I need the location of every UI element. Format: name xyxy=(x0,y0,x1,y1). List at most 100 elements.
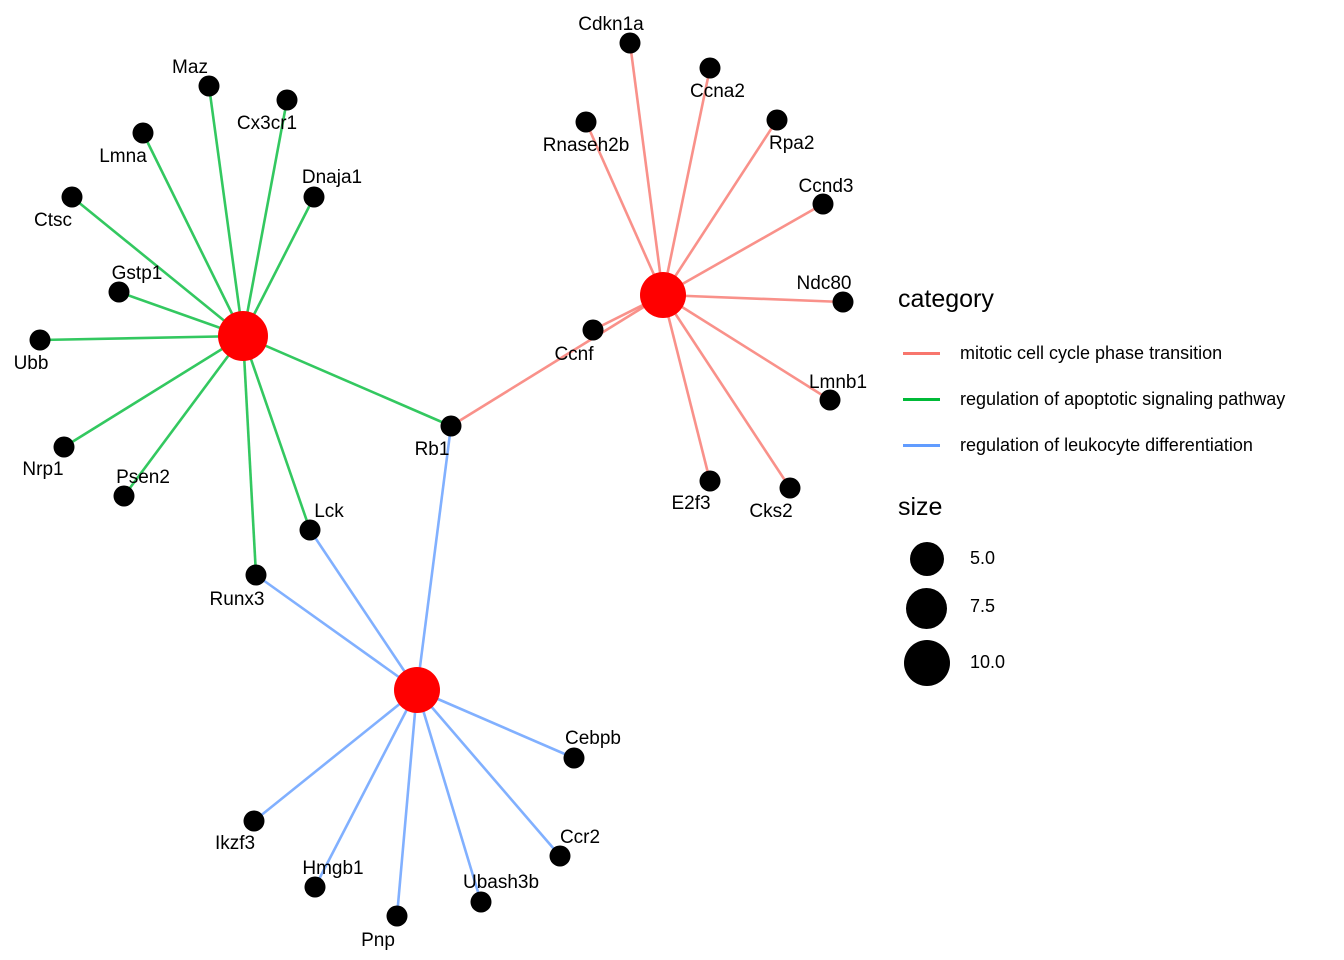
gene-node-gstp1 xyxy=(108,281,130,303)
edge-ndc80 xyxy=(662,293,844,304)
gene-label-cdkn1a: Cdkn1a xyxy=(578,14,644,35)
gene-node-ndc80 xyxy=(832,291,854,313)
gene-label-hmgb1: Hmgb1 xyxy=(302,858,363,879)
legend-category-title: category xyxy=(898,285,994,313)
gene-label-ubb: Ubb xyxy=(14,353,49,374)
legend-size-item-7-5: 7.5 xyxy=(898,586,1285,636)
gene-node-pnp xyxy=(386,905,408,927)
edge-rnaseh2b xyxy=(584,121,665,296)
legend-size-item-10: 10.0 xyxy=(898,636,1285,692)
legend-swatch-leukocyte xyxy=(903,443,940,447)
edge-pnp xyxy=(395,689,419,917)
gene-node-ubb xyxy=(29,329,51,351)
edge-rb1 xyxy=(242,334,452,428)
hub-node-mitotic-cell-cycle-phase-transition xyxy=(640,272,686,318)
edge-ubb xyxy=(39,334,244,342)
legend-size-label: 10.0 xyxy=(970,652,1006,672)
gene-node-rb1 xyxy=(440,415,462,437)
edge-rb1 xyxy=(415,425,453,691)
hub-node-regulation-of-apoptotic-signaling-pathway xyxy=(218,311,268,361)
edge-psen2 xyxy=(122,335,245,497)
legend-size-item-5: 5.0 xyxy=(898,538,1285,586)
edge-ubash3b xyxy=(415,689,483,903)
gene-node-e2f3 xyxy=(699,470,721,492)
gene-node-ctsc xyxy=(61,186,83,208)
edge-runx3 xyxy=(255,573,418,692)
edge-hmgb1 xyxy=(313,689,419,888)
edge-runx3 xyxy=(241,335,258,576)
gene-label-ccr2: Ccr2 xyxy=(560,827,600,848)
legend-label-mitotic: mitotic cell cycle phase transition xyxy=(960,342,1223,363)
gene-node-cks2 xyxy=(779,477,801,499)
gene-label-ccnf: Ccnf xyxy=(554,344,594,365)
hub-node-regulation-of-leukocyte-differentiation xyxy=(394,667,440,713)
gene-label-ubash3b: Ubash3b xyxy=(463,872,539,893)
gene-label-ikzf3: Ikzf3 xyxy=(215,833,255,854)
legend-label-leukocyte: regulation of leukocyte differentiation xyxy=(960,434,1253,455)
legend-swatch-apoptotic xyxy=(903,397,940,401)
gene-label-runx3: Runx3 xyxy=(210,589,265,610)
edge-lck xyxy=(241,335,312,531)
gene-node-lmna xyxy=(132,122,154,144)
gene-label-rnaseh2b: Rnaseh2b xyxy=(543,135,630,156)
gene-label-cx3cr1: Cx3cr1 xyxy=(237,113,297,134)
edge-ccr2 xyxy=(416,689,561,857)
gene-node-psen2 xyxy=(113,485,135,507)
gene-label-maz: Maz xyxy=(172,57,208,78)
gene-node-runx3 xyxy=(245,564,267,586)
gene-label-ndc80: Ndc80 xyxy=(797,273,852,294)
edge-ikzf3 xyxy=(253,688,418,823)
edge-nrp1 xyxy=(63,334,244,449)
gene-label-pnp: Pnp xyxy=(361,930,395,951)
legend-size-dot xyxy=(904,640,950,686)
edge-ccnd3 xyxy=(662,202,824,297)
gene-label-nrp1: Nrp1 xyxy=(22,459,63,480)
legend-item-apoptotic: regulation of apoptotic signaling pathwa… xyxy=(898,376,1285,422)
legend-item-leukocyte: regulation of leukocyte differentiation xyxy=(898,422,1285,468)
gene-node-ikzf3 xyxy=(243,810,265,832)
edge-rb1 xyxy=(450,293,664,428)
gene-node-nrp1 xyxy=(53,436,75,458)
gene-label-rb1: Rb1 xyxy=(415,439,450,460)
gene-label-cebpb: Cebpb xyxy=(565,728,621,749)
edge-dnaja1 xyxy=(241,196,316,337)
edge-rpa2 xyxy=(661,119,779,296)
gene-label-ccnd3: Ccnd3 xyxy=(799,176,854,197)
gene-node-dnaja1 xyxy=(303,186,325,208)
edge-cks2 xyxy=(661,294,792,489)
gene-node-rnaseh2b xyxy=(575,111,597,133)
edge-ctsc xyxy=(71,195,244,338)
edge-lck xyxy=(308,529,419,691)
gene-node-cebpb xyxy=(563,747,585,769)
gene-label-cks2: Cks2 xyxy=(749,501,792,522)
edge-lmna xyxy=(141,132,245,337)
legend-size-label: 7.5 xyxy=(970,596,996,616)
gene-node-rpa2 xyxy=(766,109,788,131)
legend-size-dot xyxy=(910,542,944,576)
gene-label-gstp1: Gstp1 xyxy=(112,263,163,284)
gene-node-lmnb1 xyxy=(819,389,841,411)
gene-label-lck: Lck xyxy=(314,501,344,522)
gene-label-ctsc: Ctsc xyxy=(34,210,72,231)
edge-e2f3 xyxy=(661,294,712,482)
legend-label-apoptotic: regulation of apoptotic signaling pathwa… xyxy=(960,388,1286,409)
legend-size-title: size xyxy=(898,493,943,521)
gene-node-hmgb1 xyxy=(304,876,326,898)
gene-label-rpa2: Rpa2 xyxy=(769,133,814,154)
gene-label-lmnb1: Lmnb1 xyxy=(809,372,867,393)
gene-node-cdkn1a xyxy=(619,32,641,54)
legend-item-mitotic: mitotic cell cycle phase transition xyxy=(898,330,1285,376)
gene-node-ccna2 xyxy=(699,57,721,79)
gene-node-ccnf xyxy=(582,319,604,341)
gene-node-ccnd3 xyxy=(812,193,834,215)
edge-lmnb1 xyxy=(662,293,831,402)
legend-size-dot xyxy=(906,588,947,629)
gene-label-psen2: Psen2 xyxy=(116,467,170,488)
edge-cx3cr1 xyxy=(241,99,289,337)
legend-size-label: 5.0 xyxy=(970,548,996,568)
gene-label-e2f3: E2f3 xyxy=(671,493,710,514)
gene-node-ubash3b xyxy=(470,891,492,913)
gene-node-maz xyxy=(198,75,220,97)
edge-maz xyxy=(207,85,245,337)
